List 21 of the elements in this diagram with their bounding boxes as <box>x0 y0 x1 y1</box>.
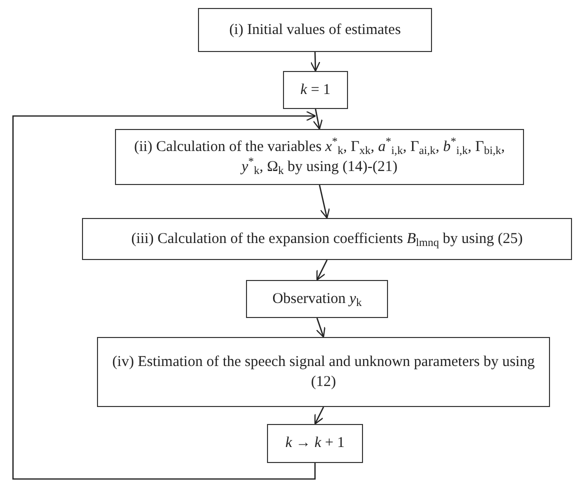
arrow <box>316 260 328 281</box>
process-box <box>97 337 550 407</box>
process-box <box>82 218 572 260</box>
process-box <box>267 424 363 463</box>
arrow <box>312 108 323 130</box>
box-label: k = 1 <box>300 80 331 100</box>
process-box <box>246 280 388 318</box>
arrow <box>12 110 316 480</box>
arrow <box>316 318 326 338</box>
arrow <box>314 406 324 425</box>
box-label: (ii) Calculation of the variables x$^{*}$$_{k}$, Γ$_{xk}$, a$^{*}$$_{i,k}$, Γ$_{ai,k}$, b$^{*}$$_{i,k}$, Γ$_{bi,k}$, y$^{*}$$_{k}$, Ω$_{k}$ by using (14)-(21) <box>133 136 506 178</box>
box-label: (iv) Estimation of the speech signal and unknown parameters by using (12) <box>111 352 536 392</box>
arrow <box>310 52 320 72</box>
box-label: k → k + 1 <box>285 434 345 454</box>
box-label: Observation y$_{k}$ <box>272 290 362 310</box>
process-box <box>283 71 348 109</box>
box-label: (iii) Calculation of the expansion coefficients B$_{lmnq}$ by using (25) <box>131 230 523 250</box>
box-label: (i) Initial values of estimates <box>229 20 401 40</box>
process-box <box>198 8 432 52</box>
process-box <box>115 129 524 185</box>
arrow <box>318 184 330 219</box>
